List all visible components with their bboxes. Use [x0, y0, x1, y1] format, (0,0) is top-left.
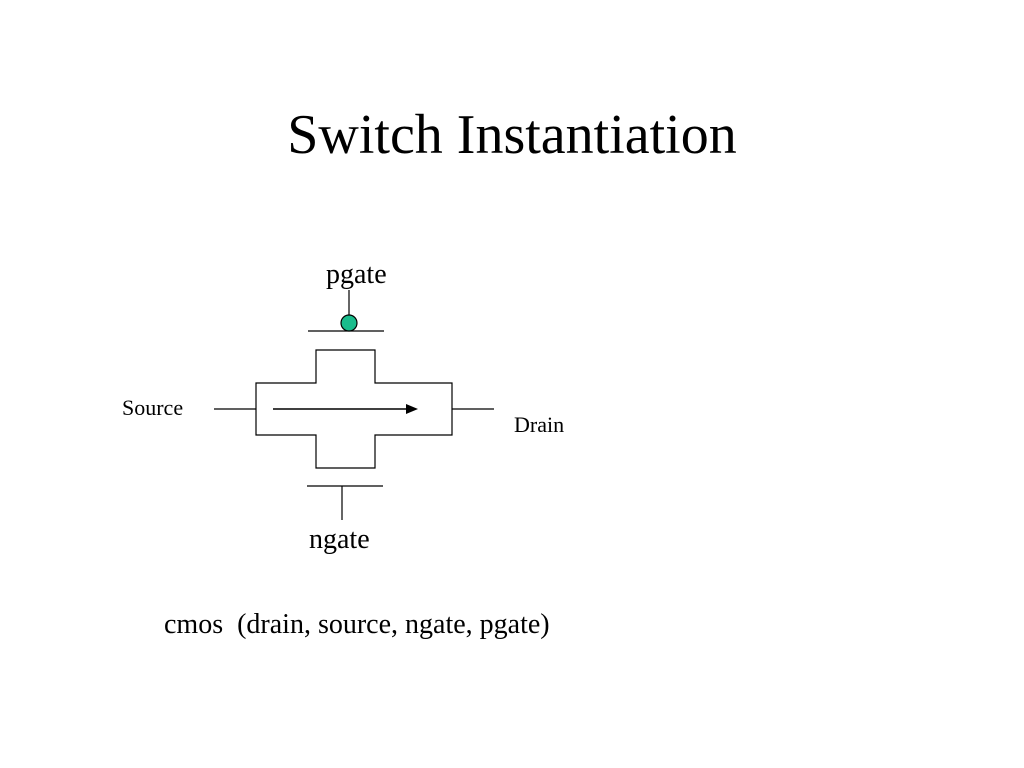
pgate-bubble [340, 314, 358, 332]
pgate-label: pgate [326, 259, 387, 290]
drain-label: Drain [514, 412, 565, 437]
flow-arrowhead [406, 404, 418, 414]
slide-title: Switch Instantiation [287, 104, 737, 166]
switch-body [255, 349, 453, 469]
source-label: Source [122, 395, 184, 420]
cmos-instantiation-code: cmos (drain, source, ngate, pgate) [164, 609, 550, 640]
ngate-label: ngate [309, 524, 370, 555]
